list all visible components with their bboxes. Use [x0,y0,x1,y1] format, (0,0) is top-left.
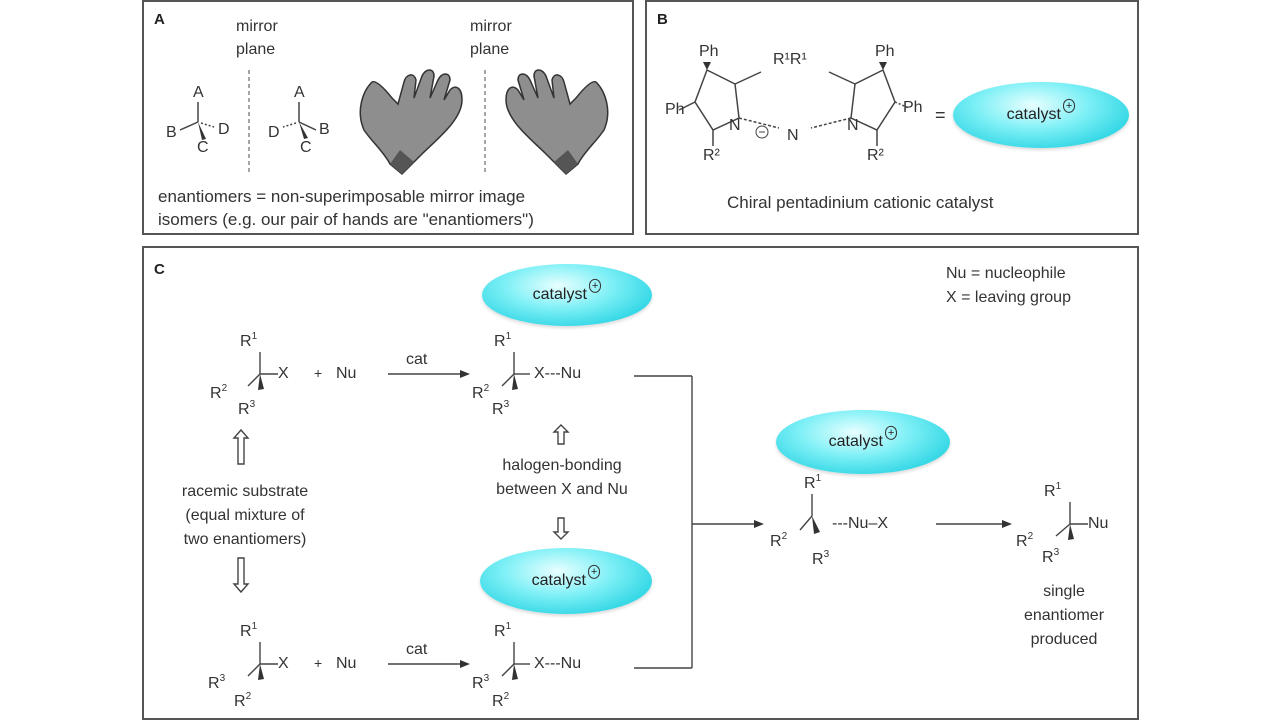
r2-right: R² [867,147,884,164]
panel-c: C Nu = nucleophile X = leaving group [142,246,1139,720]
r3-f: R3 [1042,547,1060,566]
panel-a: A mirror plane mirror plane A B C D A B … [142,0,634,235]
cat-c: cat [406,641,428,658]
x-a: X [278,365,289,382]
mol1-b: B [166,124,177,141]
r2-b: R2 [472,383,490,402]
r1-f: R1 [1044,481,1062,500]
mol1-a: A [193,84,204,101]
r3-a: R3 [238,399,256,418]
mol1-d: D [218,121,230,138]
plus-a: + [314,365,323,381]
ph-top-right: Ph [875,43,895,60]
nu-f: Nu [1088,515,1109,532]
r1-d: R1 [494,621,512,640]
r3-c: R3 [208,673,226,692]
x-c: X [278,655,289,672]
r1-e: R1 [804,473,822,492]
equals-sign: = [935,105,946,125]
mol2-c: C [300,139,312,156]
halogen-line2: between X and Nu [496,481,628,498]
x-nu-b: X---Nu [534,365,582,382]
panel-b-label: B [657,11,668,28]
cat-a: cat [406,351,428,368]
r2-a: R2 [210,383,228,402]
ph-right: Ph [903,99,923,116]
catalyst-ellipse-top: catalyst+ [482,264,652,326]
single-line3: produced [1030,631,1098,648]
nu-x-e: ---Nu–X [832,515,889,532]
catalyst-ellipse-bottom: catalyst+ [480,548,652,614]
catalyst-structure [678,62,910,146]
n-left: N [729,117,741,134]
r3-e: R3 [812,549,830,568]
nu-c: Nu [336,655,357,672]
mol2-a: A [294,84,305,101]
x-nu-d: X---Nu [534,655,582,672]
plus-c: + [314,655,323,671]
single-line2: enantiomer [1023,607,1105,624]
r2-left: R² [703,147,720,164]
r3-d: R3 [472,673,490,692]
mol2-d: D [268,124,280,141]
catalyst-right-label: catalyst [828,433,883,451]
nu-a: Nu [336,365,357,382]
catalyst-label: catalyst [1006,106,1061,124]
racemic-line2: (equal mixture of [185,507,305,524]
panel-c-drawing [232,352,1088,680]
ph-left: Ph [665,101,685,118]
racemic-line1: racemic substrate [181,483,309,500]
racemic-line3: two enantiomers) [183,531,307,548]
r2-e: R2 [770,531,788,550]
r2-c: R2 [234,691,252,710]
r1-b: R1 [494,331,512,350]
mol2-b: B [319,121,330,138]
panel-a-caption-line1: enantiomers = non-superimposable mirror … [158,187,526,206]
r1r1-label: R¹R¹ [773,51,807,68]
ph-top-left: Ph [699,43,719,60]
n-right: N [847,117,859,134]
catalyst-bottom-label: catalyst [531,572,586,590]
catalyst-top-label: catalyst [532,286,587,304]
r1-c: R1 [240,621,258,640]
mirror-plane-right-line2: plane [470,41,510,58]
mirror-plane-left-line2: plane [236,41,276,58]
r1-a: R1 [240,331,258,350]
panel-b: B Ph Ph Ph Ph R¹R¹ N N N R² R² = catalys… [645,0,1139,235]
r2-d: R2 [492,691,510,710]
catalyst-ellipse-b: catalyst+ [953,82,1129,148]
catalyst-ellipse-right: catalyst+ [776,410,950,474]
single-line1: single [1043,583,1085,600]
panel-a-caption-line2: isomers (e.g. our pair of hands are "ena… [158,210,534,229]
panel-c-label: C [154,261,165,278]
r3-b: R3 [492,399,510,418]
panel-a-label: A [154,11,165,28]
right-glove-icon [505,69,609,176]
halogen-line1: halogen-bonding [502,457,622,474]
n-center: N [787,127,799,144]
r2-f: R2 [1016,531,1034,550]
left-glove-icon [359,69,463,176]
legend-nu: Nu = nucleophile [946,265,1066,282]
mol1-c: C [197,139,209,156]
panel-b-caption: Chiral pentadinium cationic catalyst [727,193,994,212]
panel-a-drawing [179,69,609,176]
legend-x: X = leaving group [946,289,1071,306]
